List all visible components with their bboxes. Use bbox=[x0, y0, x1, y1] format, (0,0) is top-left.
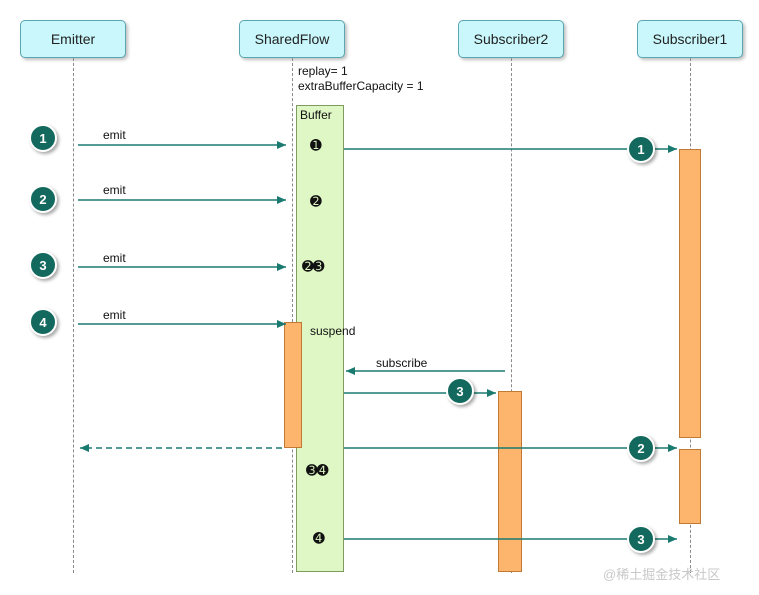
delivery-number-sub2-first: 3 bbox=[456, 383, 464, 399]
actor-subscriber2: Subscriber2 bbox=[458, 20, 564, 58]
emitter-step-number-1: 1 bbox=[39, 130, 47, 146]
suspend-label: suspend bbox=[310, 324, 356, 338]
emitter-step-marker-1: 1 bbox=[29, 124, 57, 152]
activation-sharedflow bbox=[284, 322, 302, 448]
actor-sharedflow-label: SharedFlow bbox=[254, 31, 330, 47]
lifeline-subscriber2 bbox=[511, 58, 512, 573]
activation-subscriber1-a bbox=[679, 149, 701, 438]
watermark: @稀土掘金技术社区 bbox=[603, 567, 721, 582]
delivery-number-sub1-second: 2 bbox=[637, 440, 645, 456]
actor-subscriber1: Subscriber1 bbox=[637, 20, 743, 58]
config-extra-buffer: extraBufferCapacity = 1 bbox=[298, 79, 424, 93]
actor-emitter: Emitter bbox=[20, 20, 126, 58]
buffer-contents-1: ➊ bbox=[310, 137, 322, 153]
emitter-step-number-4: 4 bbox=[39, 314, 47, 330]
actor-subscriber2-label: Subscriber2 bbox=[473, 31, 549, 47]
activation-subscriber2 bbox=[498, 391, 522, 572]
buffer-box bbox=[296, 105, 344, 572]
subscribe-label: subscribe bbox=[376, 356, 428, 370]
emitter-step-marker-4: 4 bbox=[29, 308, 57, 336]
buffer-contents-4: ➌➍ bbox=[306, 462, 328, 478]
config-replay: replay= 1 bbox=[298, 64, 348, 78]
emit-label-4: emit bbox=[103, 308, 126, 322]
lifeline-emitter bbox=[73, 58, 74, 573]
emitter-step-marker-2: 2 bbox=[29, 185, 57, 213]
delivery-marker-sub2-first: 3 bbox=[446, 377, 474, 405]
actor-sharedflow: SharedFlow bbox=[239, 20, 345, 58]
emit-label-1: emit bbox=[103, 128, 126, 142]
lifeline-sharedflow bbox=[292, 58, 293, 573]
emitter-step-number-3: 3 bbox=[39, 257, 47, 273]
emitter-step-marker-3: 3 bbox=[29, 251, 57, 279]
buffer-contents-5: ➍ bbox=[313, 530, 325, 546]
delivery-number-sub1-third: 3 bbox=[637, 531, 645, 547]
buffer-label: Buffer bbox=[300, 108, 332, 122]
delivery-marker-sub1-first: 1 bbox=[627, 135, 655, 163]
delivery-marker-sub1-second: 2 bbox=[627, 434, 655, 462]
emit-label-2: emit bbox=[103, 183, 126, 197]
actor-subscriber1-label: Subscriber1 bbox=[652, 31, 728, 47]
activation-subscriber1-b bbox=[679, 449, 701, 524]
buffer-contents-2: ➋ bbox=[310, 193, 322, 209]
buffer-contents-3: ➋➌ bbox=[302, 258, 324, 274]
delivery-marker-sub1-third: 3 bbox=[627, 525, 655, 553]
emit-label-3: emit bbox=[103, 251, 126, 265]
delivery-number-sub1-first: 1 bbox=[637, 141, 645, 157]
emitter-step-number-2: 2 bbox=[39, 191, 47, 207]
actor-emitter-label: Emitter bbox=[50, 31, 96, 47]
